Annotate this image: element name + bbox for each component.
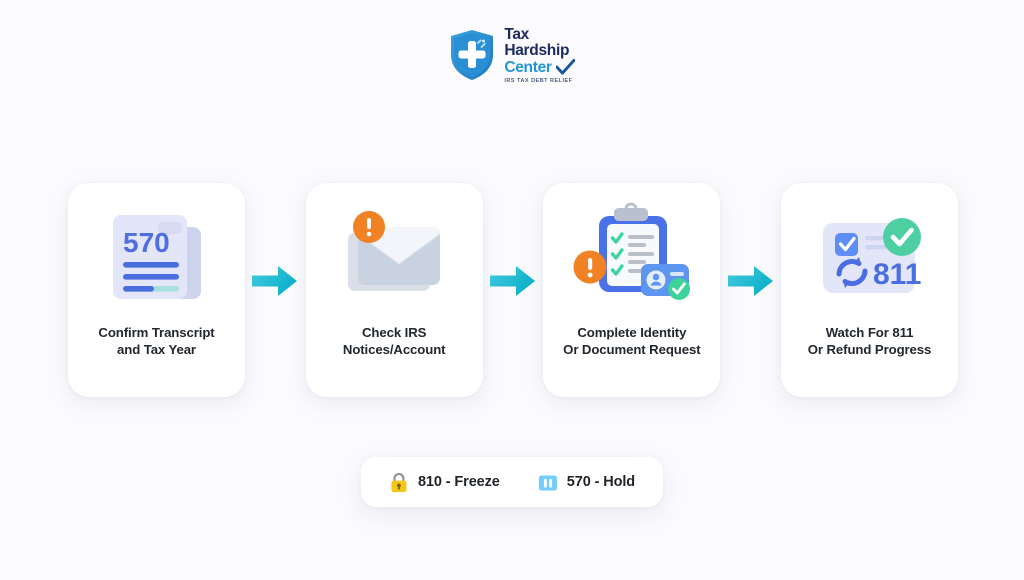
flow-arrow-1 [245,183,306,397]
step-card-check-irs-notices[interactable]: Check IRS Notices/Account [305,183,483,397]
arrow-right-icon [252,266,298,296]
success-check-icon [882,218,921,256]
flow-arrow-3 [720,183,781,397]
clipboard-id-verification-icon [543,183,720,325]
pause-icon [538,475,557,490]
step-card-confirm-transcript[interactable]: 570 Confirm Transcript and Tax Year [68,183,245,397]
legend-label: 570 - Hold [566,474,636,490]
envelope-alert-icon [306,183,483,325]
document-number-570: 570 [123,227,170,258]
shield-icon [451,30,494,81]
refund-progress-icon: 811 [781,183,958,325]
logo-line-hardship: Hardship [504,42,570,59]
legend-item-570-hold: 570 - Hold [538,472,635,493]
logo-wordmark: Tax Hardship Center IRS TAX DEBT RELIEF [504,26,575,84]
tax-hardship-center-logo: Tax Hardship Center IRS TAX DEBT RELIEF [449,26,575,84]
checkmark-icon [555,59,575,75]
arrow-right-icon [490,266,535,296]
step-card-label: Complete Identity Or Document Request [563,325,701,357]
transcript-document-icon: 570 [68,183,245,325]
legend-item-810-freeze: 810 - Freeze [389,472,500,493]
step-card-label: Confirm Transcript and Tax Year [98,325,215,357]
progress-code-811: 811 [873,258,921,291]
logo-line-center: Center [504,58,552,76]
logo-line-center-row: Center [504,58,575,76]
checkbox-icon [834,233,858,256]
lock-icon [391,472,407,492]
step-card-label: Check IRS Notices/Account [342,325,446,357]
step-card-watch-811[interactable]: 811 Watch For 811 Or Refund Progress [781,183,959,397]
status-code-legend: 810 - Freeze 570 - Hold [360,457,664,507]
logo-header: Tax Hardship Center IRS TAX DEBT RELIEF [0,26,1024,84]
process-flow: 570 Confirm Transcript and Tax Year [68,183,959,397]
logo-line-tax: Tax [504,26,530,43]
refresh-icon [836,257,868,288]
flow-arrow-2 [483,183,544,397]
step-card-complete-identity[interactable]: Complete Identity Or Document Request [543,183,721,397]
logo-tagline: IRS TAX DEBT RELIEF [504,78,573,84]
arrow-right-icon [727,266,773,296]
legend-label: 810 - Freeze [417,474,500,490]
step-card-label: Watch For 811 Or Refund Progress [807,325,932,357]
